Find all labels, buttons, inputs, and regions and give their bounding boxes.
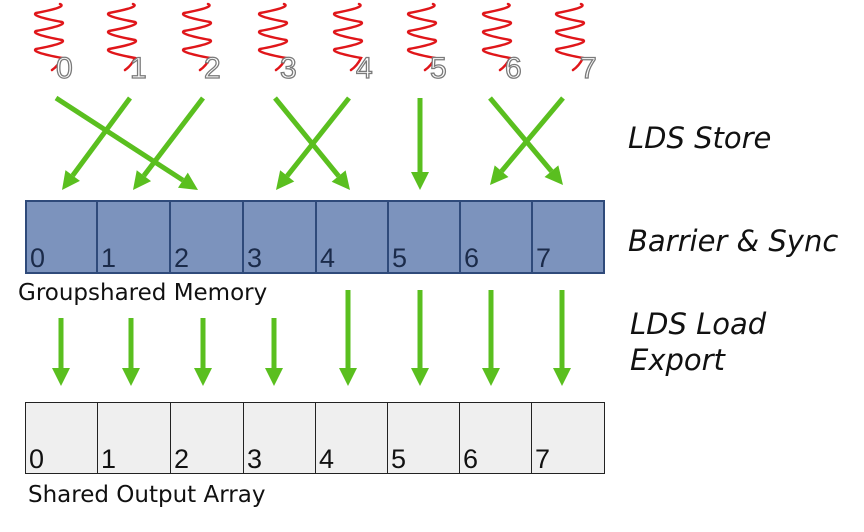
barrier-sync-label: Barrier & Sync: [628, 223, 838, 259]
load-arrow-1-head: [122, 368, 140, 386]
thread-label-7: 7: [579, 51, 597, 85]
thread-3-squiggle-icon: [257, 2, 289, 72]
store-arrow-7-to-6: [490, 96, 565, 185]
thread-label-0: 0: [55, 51, 73, 85]
store-arrow-3-to-4-shaft: [273, 96, 341, 178]
memory-cell-0: 0: [25, 200, 98, 274]
store-arrow-7-to-6-shaft: [499, 96, 565, 173]
load-arrow-2: [194, 318, 212, 386]
store-arrow-4-to-3-head: [276, 170, 295, 190]
store-arrow-1-to-0-shaft: [70, 96, 133, 178]
lds-load-export-label: LDS Load Export: [630, 306, 766, 378]
thread-label-4: 4: [355, 51, 373, 85]
memory-cell-index: 3: [247, 243, 263, 273]
output-cell-1: 1: [97, 402, 171, 474]
thread-label-6: 6: [504, 51, 522, 85]
output-cell-5: 5: [387, 402, 460, 474]
load-arrow-5-head: [411, 368, 429, 386]
load-arrow-6-head: [482, 368, 500, 386]
store-arrow-3-to-4-head: [331, 170, 350, 190]
store-arrow-2-to-1-head: [133, 170, 152, 190]
thread-label-1: 1: [129, 51, 147, 85]
load-arrow-7: [553, 290, 571, 386]
thread-label-2: 2: [203, 51, 221, 85]
thread-1-squiggle-icon: [106, 2, 138, 72]
memory-cell-2: 2: [169, 200, 244, 274]
store-arrow-0-to-2: [54, 95, 198, 190]
load-arrow-3: [265, 318, 283, 386]
output-cell-6: 6: [459, 402, 532, 474]
memory-cell-index: 1: [101, 243, 117, 273]
thread-2-squiggle-icon: [181, 2, 213, 72]
memory-cell-4: 4: [315, 200, 389, 274]
memory-cell-1: 1: [96, 200, 171, 274]
output-cell-7: 7: [531, 402, 605, 474]
load-arrow-5: [411, 290, 429, 386]
store-arrow-2-to-1: [133, 96, 205, 190]
groupshared-memory-caption: Groupshared Memory: [18, 280, 268, 306]
store-arrow-6-to-7-head: [544, 165, 563, 185]
store-arrow-3-to-4: [273, 96, 350, 190]
store-arrow-6-to-7-shaft: [488, 96, 554, 173]
output-cell-index: 4: [319, 444, 335, 474]
thread-label-5: 5: [429, 51, 447, 85]
memory-cell-7: 7: [531, 200, 605, 274]
lds-store-text: LDS Store: [628, 121, 772, 155]
output-cell-index: 6: [463, 444, 479, 474]
store-arrow-6-to-7: [488, 96, 563, 185]
memory-cell-index: 6: [464, 243, 480, 273]
thread-4-squiggle-icon: [332, 2, 364, 72]
memory-cell-5: 5: [387, 200, 461, 274]
store-arrow-5-to-5-head: [411, 172, 429, 190]
load-arrow-2-head: [194, 368, 212, 386]
output-cell-index: 3: [247, 444, 263, 474]
output-cell-index: 1: [101, 444, 117, 474]
store-arrow-1-to-0: [62, 96, 133, 190]
load-arrow-1: [122, 318, 140, 386]
output-cell-index: 0: [29, 444, 45, 474]
memory-cell-index: 2: [174, 243, 190, 273]
shared-output-array-caption: Shared Output Array: [28, 482, 266, 508]
output-cell-0: 0: [25, 402, 98, 474]
store-arrow-0-to-2-shaft: [54, 95, 185, 183]
memory-cell-6: 6: [459, 200, 533, 274]
output-cell-2: 2: [170, 402, 244, 474]
lds-store-label: LDS Store: [628, 120, 771, 156]
thread-5-squiggle-icon: [406, 2, 438, 72]
memory-cell-index: 4: [320, 243, 336, 273]
store-arrow-0-to-2-head: [177, 172, 198, 190]
store-arrow-2-to-1-shaft: [141, 96, 205, 178]
barrier-sync-text: Barrier & Sync: [628, 224, 839, 258]
store-arrow-4-to-3-shaft: [285, 96, 351, 178]
memory-cell-3: 3: [242, 200, 317, 274]
export-text: Export: [630, 343, 725, 377]
load-arrow-0-head: [52, 368, 70, 386]
thread-6-squiggle-icon: [481, 2, 513, 72]
store-arrow-4-to-3: [276, 96, 351, 190]
load-arrow-7-head: [553, 368, 571, 386]
thread-7-squiggle-icon: [554, 2, 586, 72]
load-arrow-4: [339, 290, 357, 386]
output-cell-index: 5: [391, 444, 407, 474]
memory-cell-index: 7: [536, 243, 552, 273]
load-arrow-3-head: [265, 368, 283, 386]
memory-cell-index: 5: [392, 243, 408, 273]
thread-0-squiggle-icon: [33, 2, 65, 72]
store-arrow-1-to-0-head: [62, 170, 80, 190]
load-arrow-4-head: [339, 368, 357, 386]
lds-load-text: LDS Load: [630, 307, 767, 341]
store-arrow-5-to-5: [411, 98, 429, 190]
load-arrow-0: [52, 318, 70, 386]
output-cell-4: 4: [315, 402, 388, 474]
output-cell-index: 2: [174, 444, 190, 474]
load-arrow-6: [482, 290, 500, 386]
output-cell-index: 7: [535, 444, 551, 474]
output-cell-3: 3: [243, 402, 316, 474]
memory-cell-index: 0: [30, 243, 46, 273]
thread-label-3: 3: [279, 51, 297, 85]
store-arrow-7-to-6-head: [490, 165, 509, 185]
